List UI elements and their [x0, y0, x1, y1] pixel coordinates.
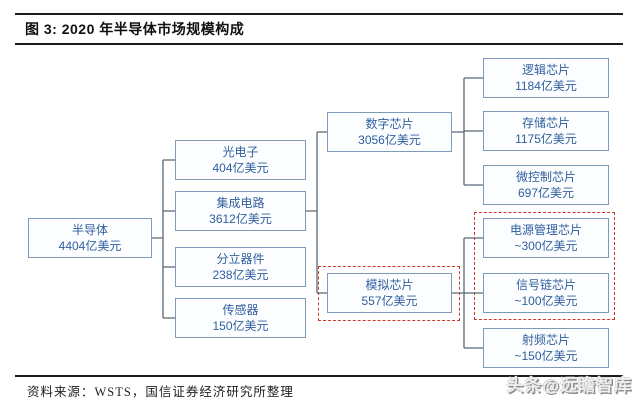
node-label: 半导体: [71, 223, 108, 237]
node-label: 射频芯片: [521, 333, 570, 347]
node-label: 光电子: [222, 145, 259, 159]
node-value: 557亿美元: [361, 294, 418, 308]
node-mcu-chip: 微控制芯片 697亿美元: [483, 165, 609, 205]
node-value: 404亿美元: [212, 161, 269, 175]
node-value: ~150亿美元: [514, 349, 578, 363]
node-signal-chain-chip: 信号链芯片 ~100亿美元: [483, 273, 609, 313]
node-semiconductor: 半导体 4404亿美元: [28, 218, 152, 258]
node-label: 分立器件: [216, 252, 265, 266]
title-top-rule: [15, 13, 623, 15]
footer-rule: [15, 375, 623, 377]
node-label: 电源管理芯片: [509, 223, 582, 237]
node-value: ~300亿美元: [514, 239, 578, 253]
connector-semiconductor-children: [152, 159, 175, 319]
node-value: 4404亿美元: [58, 239, 122, 253]
node-value: 3056亿美元: [358, 133, 421, 147]
node-value: 3612亿美元: [209, 212, 272, 226]
node-label: 数字芯片: [365, 117, 414, 131]
node-rf-chip: 射频芯片 ~150亿美元: [483, 328, 609, 368]
connector-digital-children: [452, 77, 483, 186]
node-label: 存储芯片: [521, 116, 570, 130]
node-value: 238亿美元: [212, 268, 269, 282]
title-bottom-rule: [15, 43, 623, 45]
toutiao-watermark: 头条@远瞻智库: [506, 376, 632, 395]
node-label: 集成电路: [216, 196, 265, 210]
node-value: ~100亿美元: [514, 294, 578, 308]
node-value: 1175亿美元: [515, 132, 577, 146]
node-optoelectronics: 光电子 404亿美元: [175, 140, 306, 180]
node-logic-chip: 逻辑芯片 1184亿美元: [483, 58, 609, 98]
node-value: 1184亿美元: [515, 79, 577, 93]
node-label: 微控制芯片: [515, 170, 576, 184]
node-label: 模拟芯片: [365, 278, 414, 292]
source-note: 资料来源：WSTS，国信证券经济研究所整理: [27, 385, 294, 399]
node-discrete-devices: 分立器件 238亿美元: [175, 247, 306, 287]
node-memory-chip: 存储芯片 1175亿美元: [483, 111, 609, 151]
node-digital-chip: 数字芯片 3056亿美元: [327, 112, 452, 152]
node-label: 逻辑芯片: [521, 63, 570, 77]
node-integrated-circuit: 集成电路 3612亿美元: [175, 191, 306, 231]
node-value: 150亿美元: [212, 319, 269, 333]
node-label: 信号链芯片: [515, 278, 576, 292]
figure-title: 图 3: 2020 年半导体市场规模构成: [25, 21, 245, 37]
node-value: 697亿美元: [517, 186, 575, 200]
node-sensor: 传感器 150亿美元: [175, 298, 306, 338]
node-analog-chip: 模拟芯片 557亿美元: [327, 273, 452, 313]
node-power-mgmt-chip: 电源管理芯片 ~300亿美元: [483, 218, 609, 258]
node-label: 传感器: [222, 303, 259, 317]
